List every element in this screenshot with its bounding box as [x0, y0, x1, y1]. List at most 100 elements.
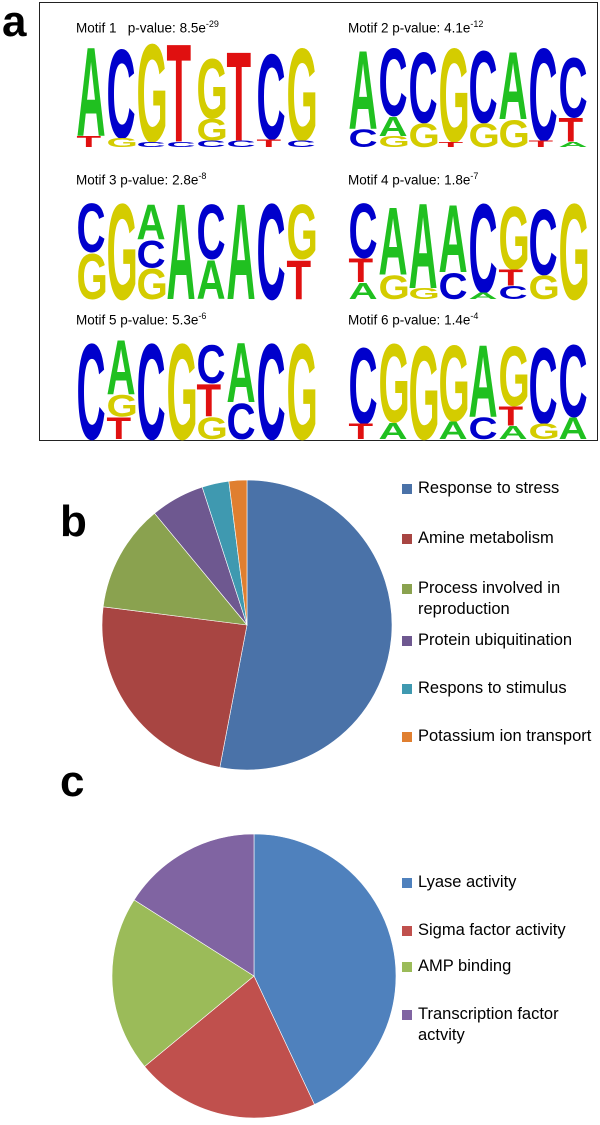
logo-letter-C: C — [349, 188, 378, 275]
logo-letter-C: C — [197, 190, 226, 277]
logo-letter-G: G — [107, 388, 138, 423]
motif-title: Motif 2 p-value: 4.1e-12 — [348, 19, 483, 36]
logo-letter-G: G — [499, 187, 530, 288]
pie-slice-amp-binding — [111, 899, 255, 1067]
legend-label: Potassium ion transport — [418, 727, 592, 745]
panel-label-a: a — [2, 0, 27, 46]
motif-name: Motif 4 — [348, 172, 389, 188]
logo-letter-G: G — [499, 329, 530, 425]
p-value-exponent: -12 — [470, 19, 484, 29]
logo-letter-T: T — [349, 251, 374, 289]
legend-label: Amine metabolism — [418, 529, 554, 547]
logo-letter-A: A — [379, 112, 408, 143]
logo-letter-G: G — [439, 327, 470, 441]
legend-swatch — [402, 962, 412, 972]
logo-letter-C: C — [529, 327, 558, 441]
logo-letter-T: T — [107, 410, 132, 441]
pie-chart-molecular-function — [111, 833, 397, 1119]
logo-letter-G: G — [499, 113, 530, 149]
logo-letter-C: C — [379, 35, 408, 137]
logo-letter-C: C — [287, 139, 316, 149]
pie-chart-biological-process — [101, 479, 393, 771]
logo-letter-G: G — [409, 285, 440, 301]
logo-letter-C: C — [77, 327, 106, 441]
logo-letter-C: C — [469, 35, 498, 145]
logo-letter-G: G — [137, 260, 168, 301]
logo-letter-C: C — [257, 35, 286, 149]
motif-title: Motif 1 p-value: 8.5e-29 — [76, 19, 219, 36]
legend-swatch — [402, 732, 412, 742]
p-value-exponent: -8 — [198, 171, 207, 181]
logo-letter-C: C — [197, 139, 226, 149]
legend-swatch — [402, 684, 412, 694]
logo-letter-G: G — [409, 116, 440, 149]
logo-letter-A: A — [197, 250, 226, 301]
logo-letter-A: A — [107, 327, 136, 412]
logo-letter-C: C — [529, 191, 558, 295]
legend-swatch — [402, 534, 412, 544]
p-value-exponent: -6 — [198, 311, 207, 321]
p-value: 1.8e — [444, 172, 471, 188]
logo-letter-C: C — [529, 35, 558, 149]
logo-letter-C: C — [409, 35, 438, 145]
logo-letter-C: C — [77, 189, 106, 267]
logo-letter-G: G — [167, 327, 198, 441]
logo-letter-A: A — [379, 418, 408, 441]
logo-letter-C: C — [559, 40, 588, 136]
logo-letter-G: G — [559, 187, 589, 301]
logo-letter-T: T — [77, 133, 102, 149]
logo-letter-G: G — [197, 410, 228, 441]
p-value: 4.1e — [444, 20, 471, 36]
legend-label: Lyase activity — [418, 873, 517, 891]
motif-title: Motif 5 p-value: 5.3e-6 — [76, 311, 206, 328]
motif-name: Motif 6 — [348, 312, 389, 328]
legend-swatch — [402, 1010, 412, 1020]
logo-letter-C: C — [137, 327, 166, 441]
p-value: 8.5e — [179, 20, 206, 36]
logo-letter-C: C — [167, 140, 196, 149]
logo-letter-G: G — [287, 190, 317, 277]
logo-letter-T: T — [257, 137, 282, 149]
logo-letter-C: C — [559, 327, 588, 439]
logo-letter-A: A — [137, 195, 166, 251]
motif-title: Motif 6 p-value: 1.4e-4 — [348, 311, 478, 328]
logo-letter-A: A — [349, 35, 378, 149]
logo-letter-G: G — [107, 187, 138, 301]
legend-swatch — [402, 926, 412, 936]
logo-letter-C: C — [257, 327, 286, 441]
logo-letter-A: A — [469, 291, 498, 301]
logo-letter-C: C — [499, 282, 528, 301]
logo-letter-T: T — [439, 140, 464, 149]
logo-letter-G: G — [197, 41, 228, 137]
p-value-exponent: -29 — [205, 19, 219, 29]
motif-name: Motif 3 — [76, 172, 117, 188]
logo-letter-T: T — [529, 139, 554, 149]
p-value-exponent: -7 — [470, 171, 479, 181]
logo-letter-G: G — [287, 35, 317, 149]
logo-letter-T: T — [167, 35, 192, 149]
legend-swatch — [402, 878, 412, 888]
legend-swatch — [402, 484, 412, 494]
logo-letter-A: A — [559, 140, 588, 149]
logo-letter-A: A — [227, 187, 256, 301]
logo-letter-C: C — [349, 327, 378, 441]
logo-letter-T: T — [287, 250, 312, 301]
logo-letter-A: A — [469, 327, 498, 439]
pie-slice-lyase-activity — [253, 833, 397, 1105]
logo-letter-C: C — [439, 266, 468, 301]
logo-letter-C: C — [349, 125, 378, 149]
panel-label-c: c — [60, 757, 85, 806]
logo-letter-C: C — [227, 392, 256, 441]
logo-letter-C: C — [137, 140, 166, 149]
logo-letter-G: G — [137, 35, 168, 149]
logo-letter-A: A — [349, 278, 378, 301]
